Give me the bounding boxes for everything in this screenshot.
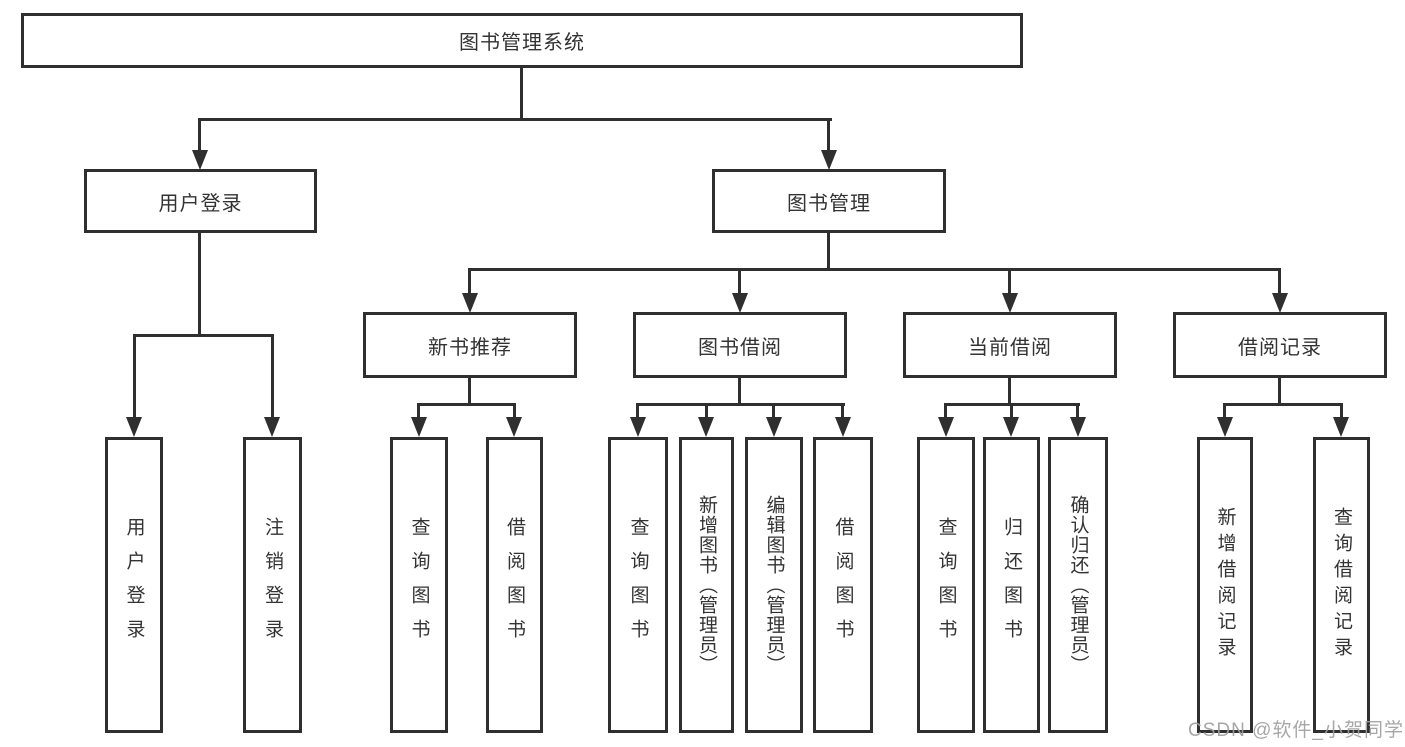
leaf-return-books: 归还图书 (983, 437, 1040, 733)
connector-drop-d1 (944, 403, 947, 419)
arrowhead-c3 (766, 417, 782, 437)
connector-drop-e2 (1340, 403, 1343, 419)
connector-user-login-rail (133, 334, 274, 337)
connector-drop-d2 (1010, 403, 1013, 419)
connector-drop-borrow-record (1278, 268, 1281, 294)
leaf-add-books-admin: 新增图书（管理员） (679, 437, 734, 733)
connector-level3-rail (468, 268, 1281, 271)
leaf-query-borrow-record: 查询借阅记录 (1313, 437, 1370, 733)
leaf-user-login: 用户登录 (105, 437, 163, 733)
arrowhead-book-management (821, 150, 837, 170)
connector-book-management-stem (827, 233, 830, 271)
connector-borrow-record-stem (1278, 375, 1281, 406)
leaf-edit-books-admin: 编辑图书（管理员） (745, 437, 803, 733)
node-user-login: 用户登录 (84, 169, 317, 233)
node-new-book-recommend: 新书推荐 (363, 312, 577, 378)
leaf-borrow-books-recommend: 借阅图书 (486, 437, 543, 733)
node-current-borrow: 当前借阅 (903, 312, 1117, 378)
arrowhead-b1 (411, 417, 427, 437)
arrowhead-user-login (192, 150, 208, 170)
connector-new-book-rail (417, 403, 516, 406)
csdn-watermark: CSDN @软件_小贺同学 (1188, 720, 1404, 741)
connector-drop-c3 (772, 403, 775, 419)
node-root: 图书管理系统 (21, 13, 1023, 68)
connector-current-borrow-stem (1008, 375, 1011, 406)
arrowhead-current-borrow (1002, 293, 1018, 313)
connector-drop-book-borrow (738, 268, 741, 294)
connector-drop-e1 (1223, 403, 1226, 419)
node-borrow-record: 借阅记录 (1173, 312, 1387, 378)
connector-drop-book-management (827, 118, 830, 152)
arrowhead-d2 (1003, 417, 1019, 437)
node-book-management: 图书管理 (712, 169, 946, 233)
arrowhead-e1 (1217, 417, 1233, 437)
connector-drop-current-borrow (1008, 268, 1011, 294)
leaf-query-books-current: 查询图书 (917, 437, 975, 733)
connector-root-stem (520, 66, 523, 119)
connector-drop-d3 (1076, 403, 1079, 419)
connector-book-borrow-rail (636, 403, 845, 406)
node-book-borrow: 图书借阅 (633, 312, 847, 378)
connector-user-login-stem (198, 233, 201, 337)
arrowhead-d3 (1070, 417, 1086, 437)
arrowhead-e2 (1333, 417, 1349, 437)
leaf-borrow-books: 借阅图书 (813, 437, 873, 733)
connector-drop-user-login (198, 118, 201, 152)
connector-drop-c4 (841, 403, 844, 419)
connector-drop-b1 (417, 403, 420, 419)
arrowhead-borrow-record (1272, 293, 1288, 313)
connector-new-book-stem (468, 375, 471, 406)
arrowhead-c2 (698, 417, 714, 437)
arrowhead-leaf-logout (264, 417, 280, 437)
leaf-confirm-return-admin: 确认归还（管理员） (1048, 437, 1108, 733)
leaf-logout: 注销登录 (243, 437, 302, 733)
connector-drop-b2 (513, 403, 516, 419)
connector-drop-leaf-logout (271, 334, 274, 419)
arrowhead-book-borrow (732, 293, 748, 313)
arrowhead-c4 (835, 417, 851, 437)
connector-drop-c1 (636, 403, 639, 419)
arrowhead-d1 (938, 417, 954, 437)
arrowhead-b2 (506, 417, 522, 437)
arrowhead-c1 (630, 417, 646, 437)
connector-drop-leaf-user-login (133, 334, 136, 419)
connector-drop-new-book (468, 268, 471, 294)
arrowhead-new-book (462, 293, 478, 313)
connector-drop-c2 (705, 403, 708, 419)
leaf-add-borrow-record: 新增借阅记录 (1197, 437, 1253, 733)
leaf-query-books-recommend: 查询图书 (390, 437, 448, 733)
connector-book-borrow-stem (738, 375, 741, 406)
arrowhead-leaf-user-login (126, 417, 142, 437)
connector-level1-rail (198, 118, 832, 121)
leaf-query-books-borrow: 查询图书 (608, 437, 668, 733)
connector-borrow-record-rail (1223, 403, 1343, 406)
